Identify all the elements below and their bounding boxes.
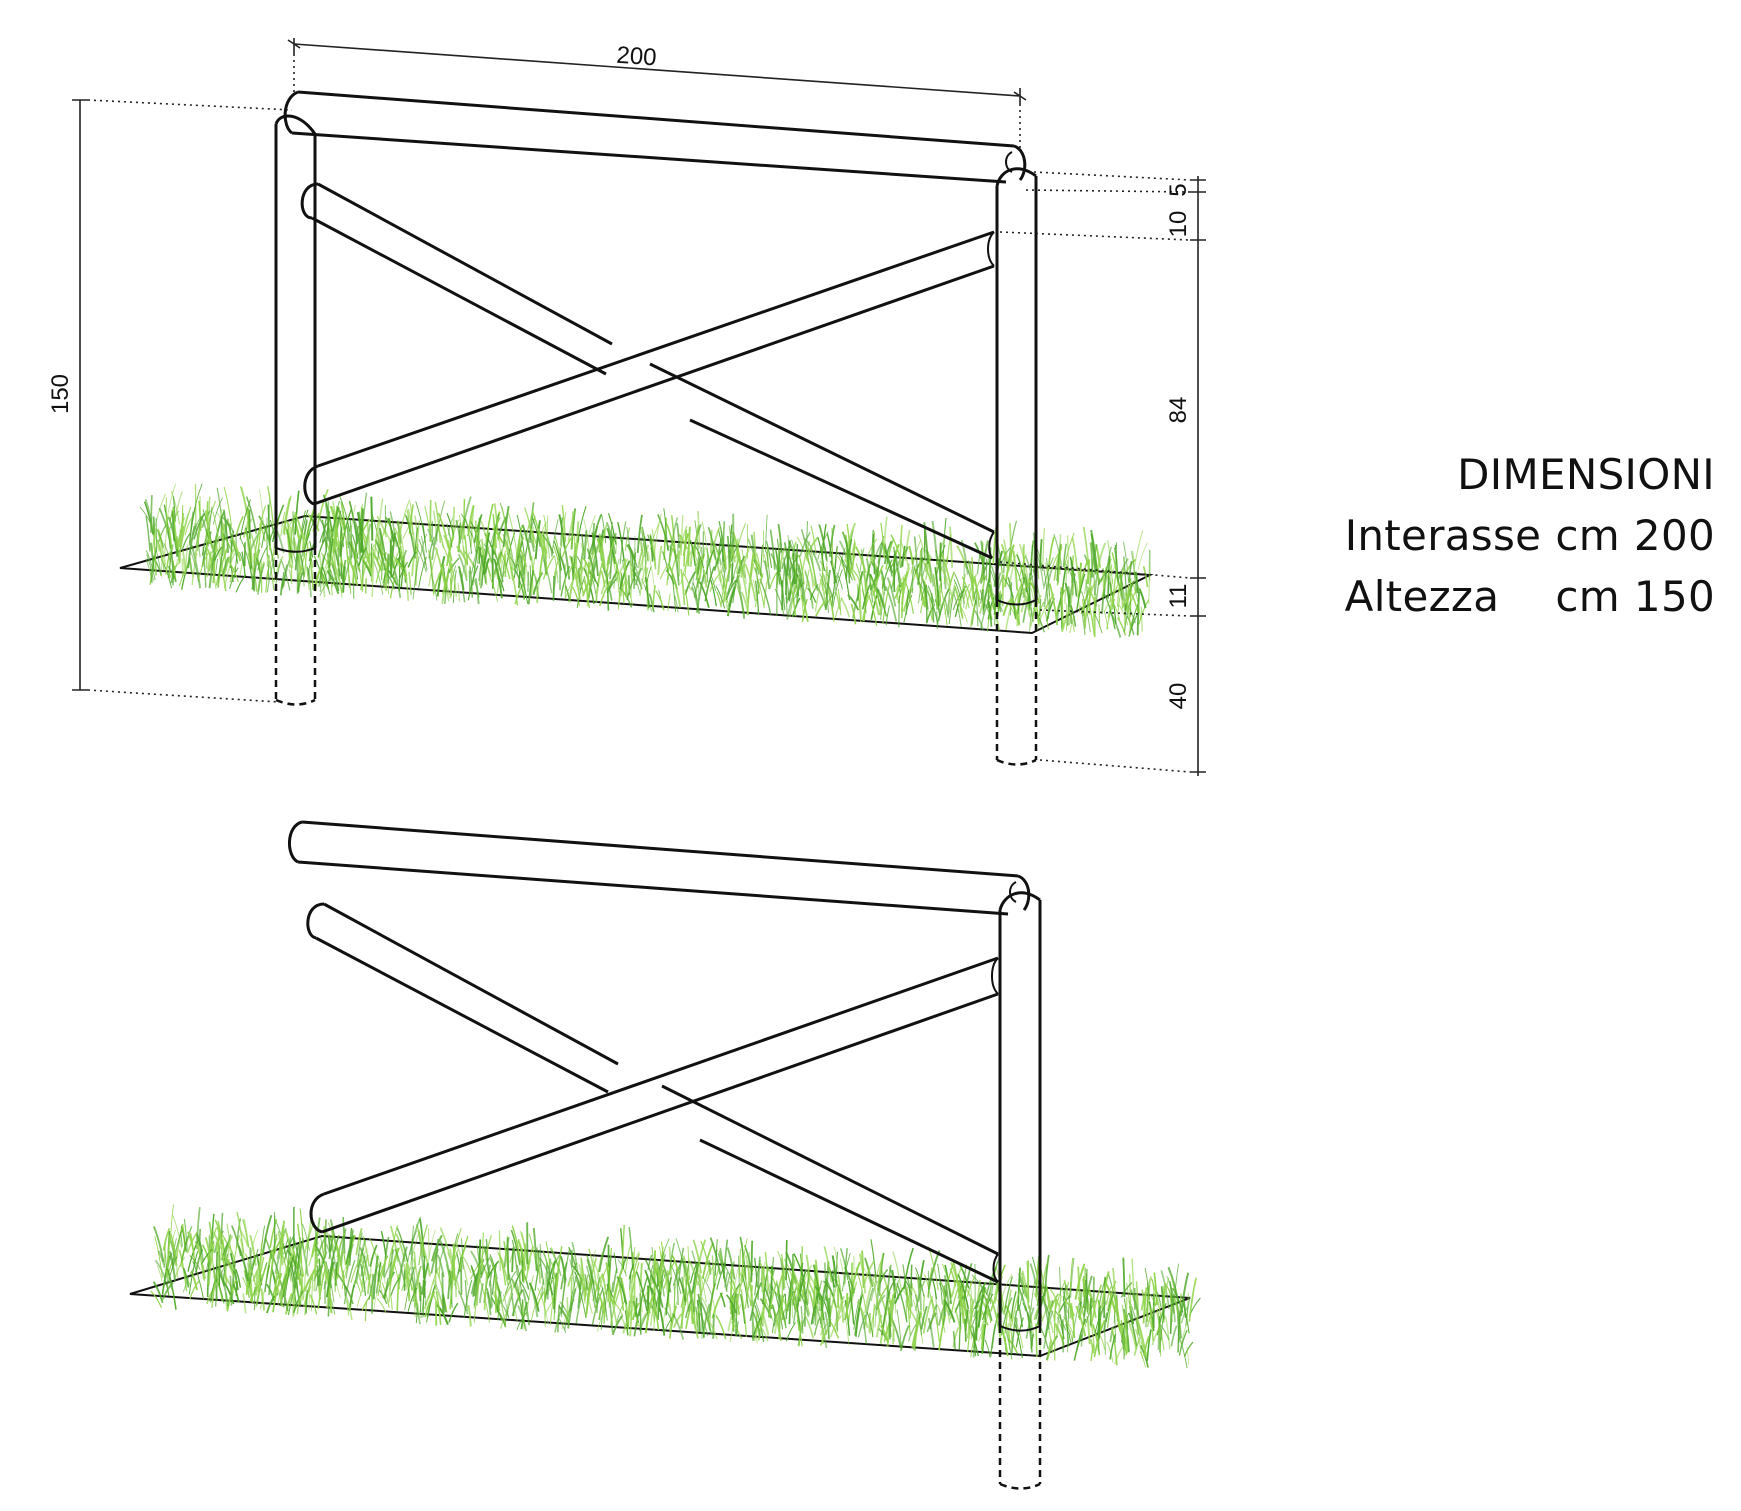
legend-interasse-row: Interasse cm 200	[1345, 505, 1715, 566]
dim-cross-height-label: 84	[1165, 397, 1192, 424]
dim-height-label: 150	[47, 374, 74, 414]
top-rail-bottom	[288, 820, 1031, 916]
dim-buried-label: 40	[1165, 683, 1192, 710]
legend-altezza-label: Altezza	[1344, 572, 1500, 621]
legend-title-row: DIMENSIONI	[1345, 444, 1715, 505]
dim-top-rail-label: 5	[1165, 183, 1192, 196]
legend-title: DIMENSIONI	[1457, 450, 1715, 499]
legend-altezza-value: 150	[1633, 572, 1715, 621]
dim-width-label: 200	[616, 42, 658, 72]
grass-bottom	[150, 1204, 1201, 1369]
left-post-top	[274, 114, 317, 706]
legend-interasse-value: 200	[1633, 511, 1715, 560]
dimension-lines	[72, 38, 1206, 776]
right-post-top	[995, 167, 1038, 766]
grass-top	[139, 483, 1151, 638]
fence-bottom-view	[129, 820, 1201, 1490]
diagonal-rail-1-top	[300, 182, 995, 560]
diagonal-rail-2-top	[303, 230, 995, 506]
dim-lower-gap-label: 11	[1165, 584, 1192, 609]
legend-altezza-unit: cm	[1555, 572, 1620, 621]
legend-interasse-label: Interasse	[1344, 511, 1542, 560]
right-post-bottom	[998, 891, 1042, 1490]
diagonal-rail-2-bottom	[309, 956, 999, 1234]
legend-interasse-unit: cm	[1555, 511, 1620, 560]
fence-top-view	[119, 90, 1154, 766]
legend-altezza-row: Altezza cm 150	[1345, 566, 1715, 627]
dimensions-legend: DIMENSIONI Interasse cm 200 Altezza cm 1…	[1345, 444, 1715, 627]
dim-upper-gap-label: 10	[1165, 211, 1192, 238]
diagonal-rail-1-bottom	[306, 902, 999, 1284]
top-rail-top	[283, 90, 1027, 184]
